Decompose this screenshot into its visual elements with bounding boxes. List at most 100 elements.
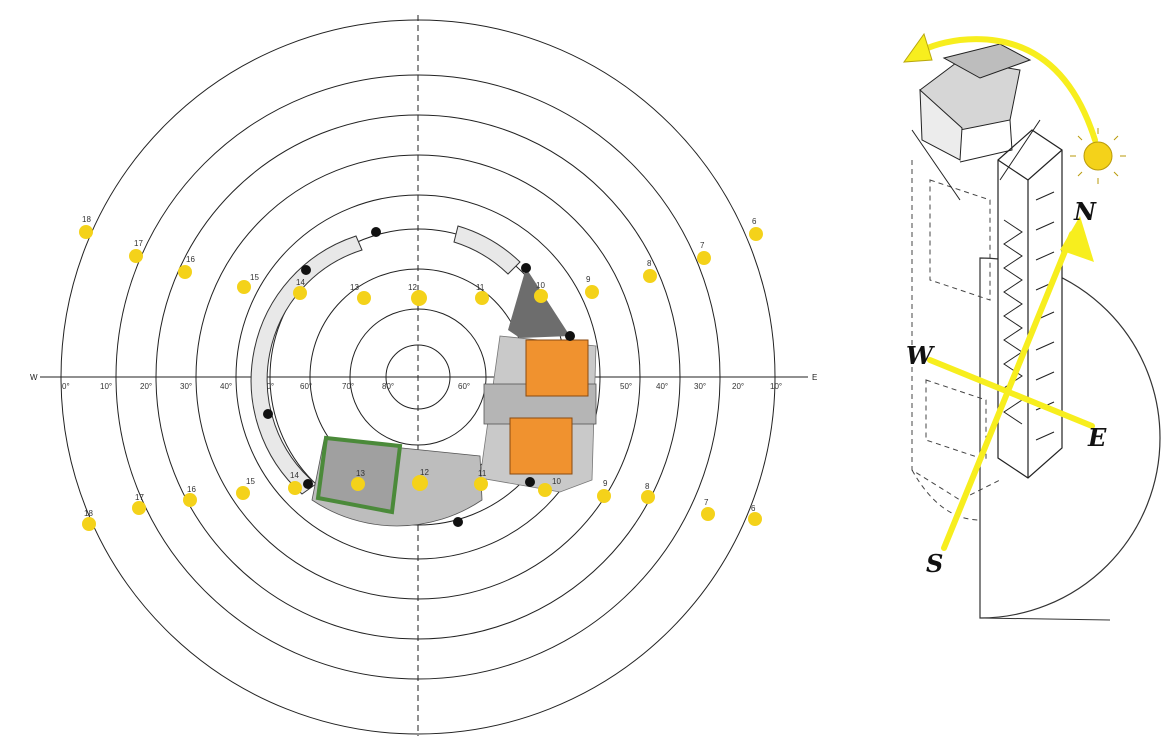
altitude-label: 20° — [140, 382, 152, 391]
altitude-labels-left: 0° 10° 20° 30° 40° 50° 60° 70° 80° — [62, 382, 394, 391]
hour-label: 11 — [478, 469, 487, 478]
hour-label: 6 — [751, 504, 756, 513]
hour-label: 7 — [700, 241, 705, 250]
sun-dot — [475, 291, 489, 305]
sun-dot — [474, 477, 488, 491]
hour-label: 16 — [186, 255, 195, 264]
altitude-label: 40° — [656, 382, 668, 391]
hour-label: 14 — [296, 278, 305, 287]
sun-path-chart: W E 0° 10° 20° 30° 40° 50° 60° 70° 80° 6… — [30, 15, 817, 736]
hour-label: 15 — [250, 273, 259, 282]
compass-arrows — [927, 231, 1095, 551]
black-marker — [521, 263, 531, 273]
sun-dot — [82, 517, 96, 531]
hour-label: 17 — [135, 493, 144, 502]
sun-dot — [701, 507, 715, 521]
tower-sketch: N W E S — [902, 32, 1161, 621]
hour-label: 12 — [408, 283, 417, 292]
hour-label: 9 — [603, 479, 608, 488]
altitude-label: 50° — [262, 382, 274, 391]
compass-east-label: E — [1087, 423, 1107, 452]
orange-panel-lower — [509, 417, 573, 475]
black-marker — [453, 517, 463, 527]
dark-wedge — [508, 268, 570, 338]
sun-dot — [237, 280, 251, 294]
sun-positions-lower — [82, 475, 762, 531]
sun-dot — [597, 489, 611, 503]
black-marker — [525, 477, 535, 487]
sun-dot — [412, 475, 428, 491]
sun-dot — [641, 490, 655, 504]
sun-dot — [538, 483, 552, 497]
orange-panel-upper — [525, 339, 589, 397]
sun-positions-upper — [79, 225, 763, 306]
green-zone — [315, 435, 403, 515]
building-plan — [250, 225, 597, 527]
altitude-label: 40° — [220, 382, 232, 391]
hour-label: 14 — [290, 471, 299, 480]
altitude-label: 80° — [382, 382, 394, 391]
sun-dot — [79, 225, 93, 239]
sun-dot — [288, 481, 302, 495]
sun-dot — [748, 512, 762, 526]
east-axis-label: E — [812, 373, 817, 382]
hour-label: 11 — [476, 283, 485, 292]
altitude-label: 20° — [732, 382, 744, 391]
hatched-ring-west — [250, 235, 363, 495]
sun-dot — [411, 290, 427, 306]
black-marker — [303, 479, 313, 489]
tower-top-structure — [911, 43, 1041, 201]
hour-labels-lower: 18 17 16 15 14 13 12 11 10 9 8 7 6 — [84, 468, 756, 518]
compass-south-label: S — [926, 549, 943, 578]
altitude-label: 70° — [342, 382, 354, 391]
hour-label: 12 — [420, 468, 429, 477]
black-marker — [565, 331, 575, 341]
hour-label: 18 — [82, 215, 91, 224]
hour-label: 9 — [586, 275, 591, 284]
altitude-label: 10° — [770, 382, 782, 391]
compass-north-label: N — [1073, 197, 1097, 226]
sun-dot — [697, 251, 711, 265]
altitude-label: 10° — [100, 382, 112, 391]
sun-icon — [1070, 128, 1126, 184]
altitude-label: 30° — [694, 382, 706, 391]
hour-label: 17 — [134, 239, 143, 248]
altitude-label: 60° — [458, 382, 470, 391]
tower-body — [997, 129, 1063, 479]
altitude-labels-right: 60° 50° 40° 30° 20° 10° — [458, 382, 782, 391]
hour-label: 16 — [187, 485, 196, 494]
hour-label: 13 — [350, 283, 359, 292]
altitude-label: 50° — [620, 382, 632, 391]
ghost-tower — [911, 160, 1001, 521]
hour-label: 6 — [752, 217, 757, 226]
hour-label: 13 — [356, 469, 365, 478]
hour-label: 7 — [704, 498, 709, 507]
hour-label: 10 — [552, 477, 561, 486]
sun-dot — [236, 486, 250, 500]
altitude-label: 30° — [180, 382, 192, 391]
hour-label: 15 — [246, 477, 255, 486]
sun-dot — [749, 227, 763, 241]
hour-labels-upper: 18 17 16 15 14 13 12 11 10 9 8 7 6 — [82, 215, 757, 292]
black-marker — [301, 265, 311, 275]
black-markers — [263, 227, 575, 527]
sun-dot — [643, 269, 657, 283]
sun-path-arrowhead — [902, 32, 933, 63]
sun-dot — [129, 249, 143, 263]
sun-dot — [585, 285, 599, 299]
altitude-label: 60° — [300, 382, 312, 391]
sun-dot — [178, 265, 192, 279]
altitude-label: 0° — [62, 382, 70, 391]
sun-dot — [357, 291, 371, 305]
hatched-ring-north — [453, 225, 521, 275]
hour-label: 8 — [647, 259, 652, 268]
sun-dot — [132, 501, 146, 515]
sun-dot — [183, 493, 197, 507]
hour-label: 18 — [84, 509, 93, 518]
black-marker — [263, 409, 273, 419]
shadow-base-line — [979, 617, 1111, 621]
compass-west-label: W — [906, 341, 935, 370]
sun-path-arrow — [912, 36, 1098, 143]
sun-dot — [293, 286, 307, 300]
